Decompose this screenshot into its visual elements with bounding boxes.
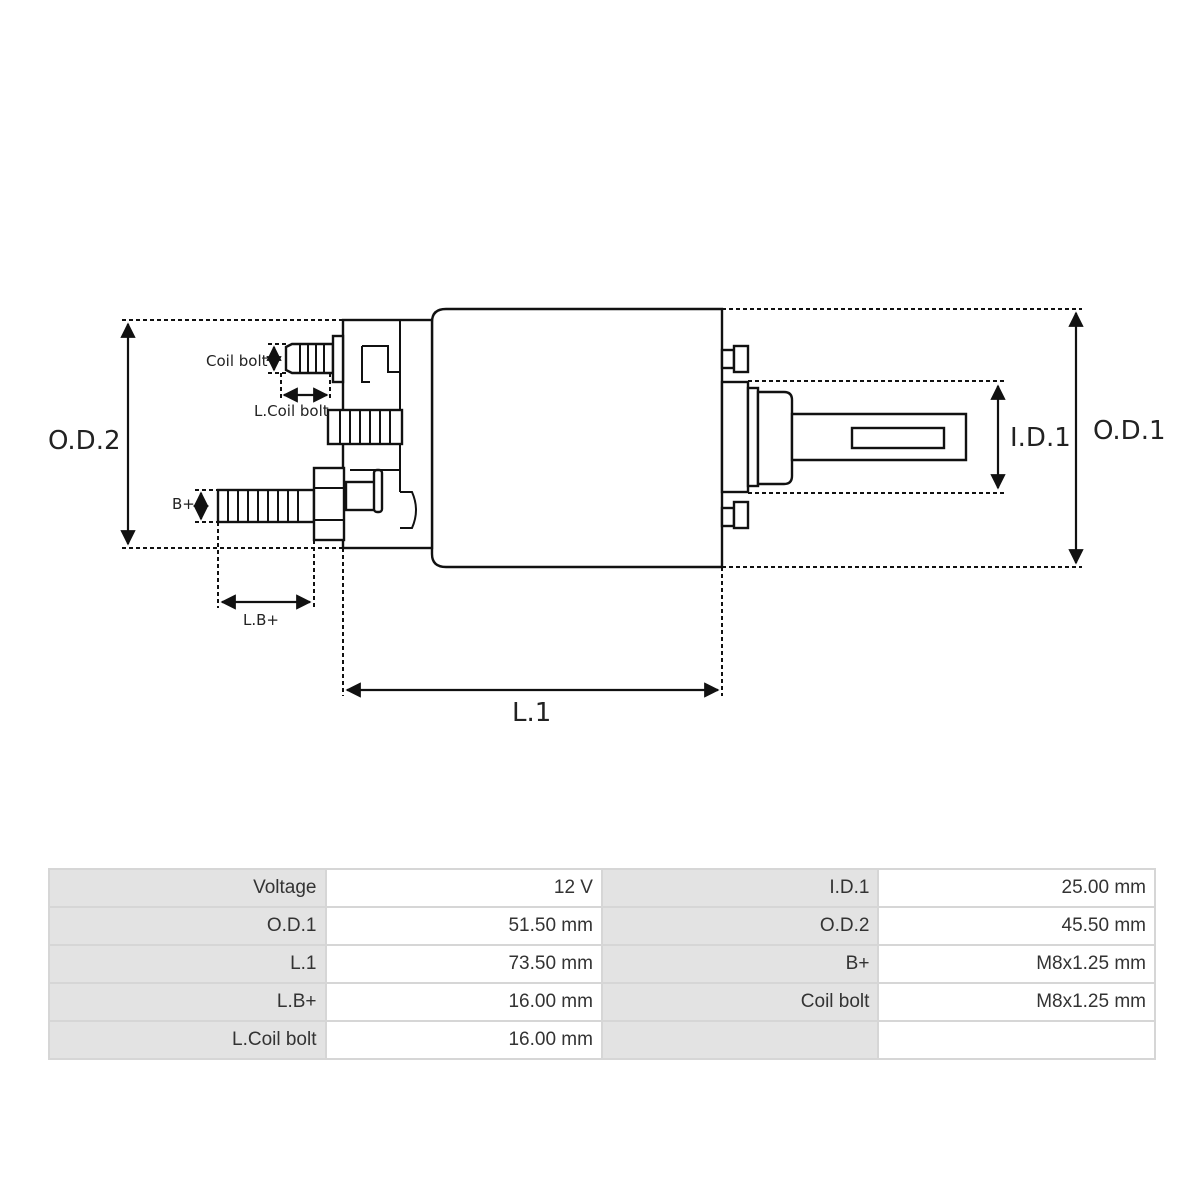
od1-dimension (722, 308, 1084, 568)
specifications-table: Voltage 12 V I.D.1 25.00 mm O.D.1 51.50 … (48, 868, 1156, 1060)
middle-stud (326, 408, 404, 446)
spec-value: 25.00 mm (877, 868, 1156, 908)
solenoid-dimension-diagram: O.D.2 O.D.1 I.D.1 L.1 Coil bolt L.Coil b… (48, 307, 1166, 728)
spec-key: B+ (600, 944, 880, 984)
plunger (720, 380, 968, 494)
spec-key: O.D.2 (600, 906, 880, 946)
spec-value: 16.00 mm (324, 1020, 603, 1060)
spec-key (600, 1020, 880, 1060)
l1-dimension (342, 548, 723, 698)
l1-label: L.1 (512, 698, 551, 728)
coil-bolt (284, 334, 345, 384)
coil-bolt-label: Coil bolt (206, 352, 268, 370)
l-coil-bolt-dimension (280, 373, 331, 403)
l-b-plus-label: L.B+ (243, 611, 279, 629)
od1-label: O.D.1 (1093, 416, 1166, 446)
table-row: O.D.1 51.50 mm O.D.2 45.50 mm (48, 906, 1156, 946)
coil-bolt-dimension (266, 343, 286, 374)
od2-dimension (120, 319, 343, 549)
spec-key: Coil bolt (600, 982, 880, 1022)
b-plus-label: B+ (172, 495, 195, 513)
spec-value: 73.50 mm (324, 944, 603, 984)
id1-label: I.D.1 (1010, 423, 1071, 453)
od2-label: O.D.2 (48, 426, 121, 456)
table-row: Voltage 12 V I.D.1 25.00 mm (48, 868, 1156, 908)
table-row: L.1 73.50 mm B+ M8x1.25 mm (48, 944, 1156, 984)
b-plus-dimension (193, 489, 218, 523)
table-row: L.Coil bolt 16.00 mm (48, 1020, 1156, 1060)
b-plus-terminal (216, 466, 384, 542)
spec-value: 16.00 mm (324, 982, 603, 1022)
spec-value: M8x1.25 mm (877, 982, 1156, 1022)
spec-key: L.Coil bolt (48, 1020, 327, 1060)
spec-value: M8x1.25 mm (877, 944, 1156, 984)
table-row: L.B+ 16.00 mm Coil bolt M8x1.25 mm (48, 982, 1156, 1022)
solenoid-body (430, 307, 724, 569)
spec-key: L.B+ (48, 982, 327, 1022)
spec-key: I.D.1 (600, 868, 880, 908)
spec-value: 12 V (324, 868, 603, 908)
spec-value: 45.50 mm (877, 906, 1156, 946)
mounting-studs (720, 344, 750, 530)
spec-key: O.D.1 (48, 906, 327, 946)
l-coil-bolt-label: L.Coil bolt (254, 402, 329, 420)
l-b-plus-dimension (217, 522, 315, 610)
spec-value: 51.50 mm (324, 906, 603, 946)
id1-dimension (748, 380, 1006, 494)
spec-value (877, 1020, 1156, 1060)
spec-key: L.1 (48, 944, 327, 984)
spec-key: Voltage (48, 868, 327, 908)
